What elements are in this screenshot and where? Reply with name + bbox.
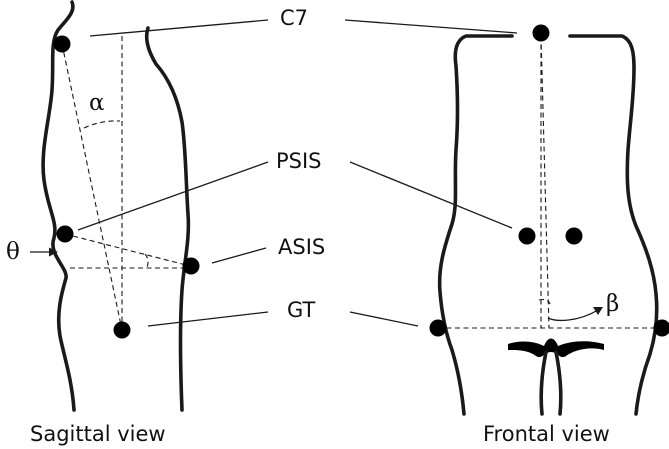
frontal-right-outline [568,34,659,416]
landmark-labels: C7 PSIS ASIS GT [276,6,325,322]
psis-label: PSIS [276,149,322,173]
frontal-leg-left-inner [539,350,548,416]
frontal-right-psis-marker [565,227,583,245]
c7-label: C7 [280,6,308,30]
alpha-angle-arc [83,120,121,129]
sagittal-pelvic-tilt-line [64,233,191,267]
view-captions: Sagittal view Frontal view [30,422,610,446]
theta-arrow-head [49,247,58,257]
sagittal-front-outline [144,26,191,412]
psis-leader-right [349,161,513,229]
frontal-c7-gt-line [540,35,550,329]
frontal-caption: Frontal view [483,422,610,446]
c7-leader-left [89,19,269,37]
alpha-label: α [89,90,105,116]
beta-pointer-head [593,307,603,315]
psis-leader-left [77,161,269,231]
frontal-view: β [429,24,669,416]
frontal-c7-marker [532,24,550,42]
sagittal-c7-marker [53,35,71,53]
asis-leader [211,247,267,264]
frontal-leg-right-inner [554,350,563,416]
theta-angle-arc [144,253,149,268]
sagittal-c7-gt-line [61,43,123,331]
frontal-right-gt-marker [653,319,669,337]
beta-label: β [606,291,619,317]
sagittal-gt-marker [113,321,131,339]
sagittal-view: α θ [6,0,200,412]
gt-leader-left [147,311,269,327]
theta-label: θ [6,239,20,265]
frontal-left-gt-marker [429,319,447,337]
beta-angle-arc [538,298,551,305]
leader-lines [77,19,518,327]
beta-pointer [547,309,599,322]
sagittal-psis-marker [56,225,74,243]
sagittal-back-outline [41,0,76,412]
frontal-gluteal-crease [508,338,604,358]
frontal-left-outline [437,34,514,416]
c7-leader-right [344,19,518,34]
sagittal-caption: Sagittal view [30,422,166,446]
gt-label: GT [287,298,316,322]
frontal-left-psis-marker [518,227,536,245]
sagittal-asis-marker [182,257,200,275]
asis-label: ASIS [278,235,325,259]
gt-leader-right [349,311,419,327]
